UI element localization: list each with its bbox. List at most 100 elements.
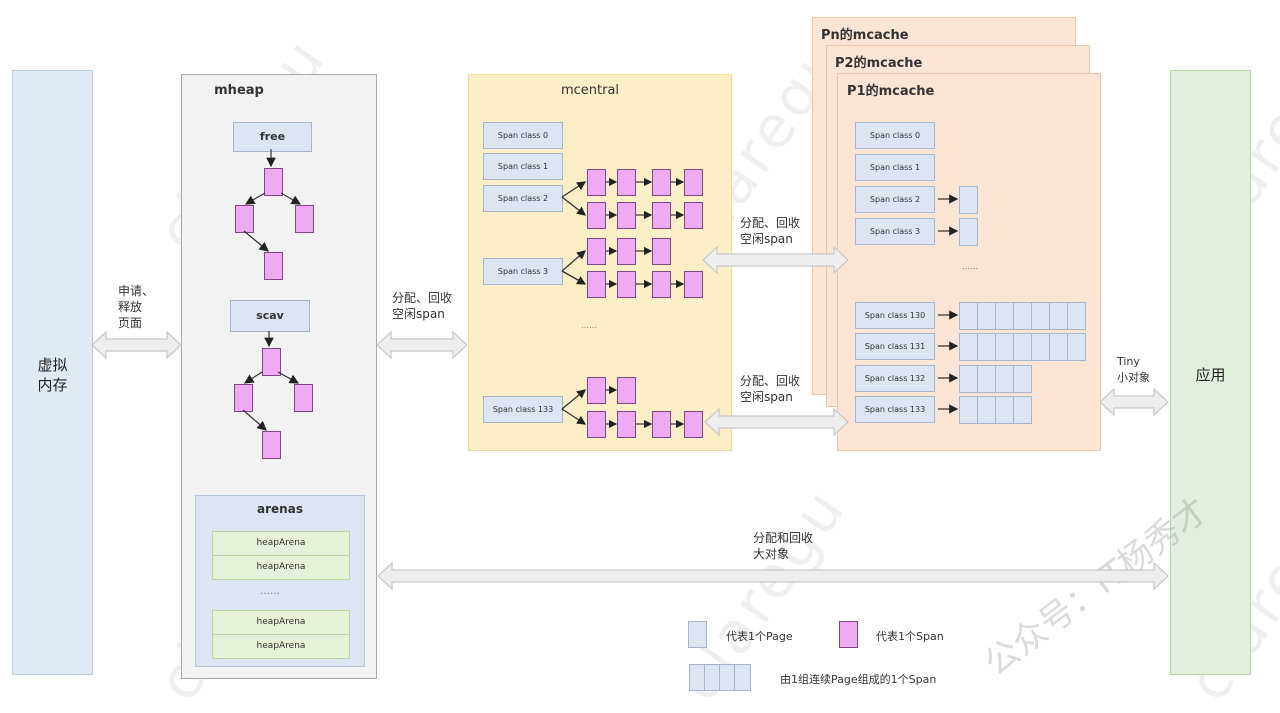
application-column: 应用 [1170, 70, 1251, 675]
mcentral-box: mcentral Span class 0 Span class 1 Span … [468, 74, 732, 451]
page-cell [1013, 302, 1032, 330]
page-cell [995, 333, 1014, 361]
mcache-page-arrows [938, 194, 959, 414]
mcentral-title: mcentral [560, 83, 620, 98]
mheap-title: mheap [214, 83, 264, 98]
mcache-span-class-0: Span class 0 [855, 122, 935, 149]
span-node [587, 169, 606, 196]
mcentral-span-class-133: Span class 133 [483, 396, 563, 423]
heap-arena: heapArena [212, 610, 350, 635]
mcentral-span-class-1: Span class 1 [483, 153, 563, 180]
span-node [235, 205, 254, 233]
arrow-label-line: 小对象 [1117, 371, 1150, 384]
span-node [617, 169, 636, 196]
span-node [294, 384, 313, 412]
chain-branch-arrow [561, 270, 587, 285]
virtual-memory-label-2: 内存 [37, 376, 68, 394]
arrow-label-mheap-mcentral: 分配、回收 空闲span [392, 290, 452, 322]
mcache-span-class-130: Span class 130 [855, 302, 935, 329]
span-node [652, 271, 671, 298]
arrow-label-line: 分配和回收 [753, 531, 814, 545]
page-cell [977, 333, 996, 361]
vm-mheap-double-arrow [91, 330, 182, 360]
mcentral-chain-arrows [561, 177, 685, 429]
mcache-p2-title: P2的mcache [835, 56, 923, 71]
span-node [587, 271, 606, 298]
span-node [652, 169, 671, 196]
page-cell [959, 396, 978, 424]
page-cell [995, 396, 1014, 424]
page-cell [1013, 396, 1032, 424]
mcache-span-class-132: Span class 132 [855, 365, 935, 392]
mcache-span-class-131: Span class 131 [855, 333, 935, 360]
span-node [264, 168, 283, 196]
mcache-ellipsis: …… [962, 262, 978, 271]
span-node [684, 169, 703, 196]
span-node [262, 431, 281, 459]
page-cell [1049, 302, 1068, 330]
page-cell [959, 302, 978, 330]
mcache-span-class-2: Span class 2 [855, 186, 935, 213]
heap-arena: heapArena [212, 531, 350, 556]
span-node [234, 384, 253, 412]
arenas-ellipsis: …… [260, 586, 280, 597]
arrow-label-large-object: 分配和回收 大对象 [753, 530, 813, 562]
mcache-p1-box: P1的mcache Span class 0 Span class 1 Span… [837, 73, 1101, 451]
page-cell [995, 365, 1014, 393]
span-node [652, 238, 671, 265]
span-node [684, 271, 703, 298]
arrow-label-line: 分配、回收 [740, 374, 801, 388]
mcache-span-class-133: Span class 133 [855, 396, 935, 423]
legend-multi-page-text: 由1组连续Page组成的1个Span [780, 673, 937, 686]
legend-page-cell [734, 664, 751, 691]
page-cell [977, 365, 996, 393]
application-label: 应用 [1195, 366, 1226, 384]
mcache-pn-title: Pn的mcache [821, 28, 909, 43]
span-node [264, 252, 283, 280]
page-cell [1013, 365, 1032, 393]
chain-branch-arrow [561, 181, 587, 198]
heap-arena: heapArena [212, 634, 350, 659]
span-node [617, 377, 636, 404]
span-node [295, 205, 314, 233]
span-node [587, 377, 606, 404]
span-node [587, 411, 606, 438]
page-cell [1067, 302, 1086, 330]
mcentral-span-class-3: Span class 3 [483, 258, 563, 285]
page-cell [1013, 333, 1032, 361]
legend-multi-page-swatch [689, 664, 751, 691]
arrow-label-line: 分配、回收 [392, 291, 453, 305]
virtual-memory-column: 虚拟 内存 [12, 70, 93, 675]
span-node [684, 202, 703, 229]
legend-span-text: 代表1个Span [876, 630, 944, 643]
page-cell [977, 396, 996, 424]
page-cell [1067, 333, 1086, 361]
page-cell [1031, 302, 1050, 330]
arrow-label-line: 申请、 [118, 284, 155, 298]
arrow-label-line: Tiny [1117, 355, 1140, 368]
mcache-span-class-3: Span class 3 [855, 218, 935, 245]
span-node [652, 411, 671, 438]
mcentral-span-class-2: Span class 2 [483, 185, 563, 212]
span-node [587, 238, 606, 265]
arrow-label-mcentral-mcache-top: 分配、回收 空闲span [740, 215, 800, 247]
arenas-title: arenas [257, 502, 303, 516]
chain-branch-arrow [561, 196, 587, 216]
chain-branch-arrow [561, 389, 587, 410]
page-cell [959, 186, 978, 214]
page-cell [959, 365, 978, 393]
arrow-label-line: 空闲span [740, 390, 793, 404]
arrow-label-mcentral-mcache-bottom: 分配、回收 空闲span [740, 373, 800, 405]
mcache-span-class-1: Span class 1 [855, 154, 935, 181]
arenas-box: arenas heapArena heapArena …… heapArena … [195, 495, 365, 667]
span-node [617, 271, 636, 298]
page-cell [995, 302, 1014, 330]
arrow-label-line: 分配、回收 [740, 216, 801, 230]
arrow-label-line: 空闲span [392, 307, 445, 321]
mcache-app-double-arrow [1099, 387, 1169, 417]
chain-branch-arrow [561, 408, 587, 425]
legend-page-swatch [688, 621, 707, 648]
arrow-label-line: 空闲span [740, 232, 793, 246]
arrow-label-line: 大对象 [753, 547, 790, 561]
legend-page-text: 代表1个Page [726, 630, 793, 643]
